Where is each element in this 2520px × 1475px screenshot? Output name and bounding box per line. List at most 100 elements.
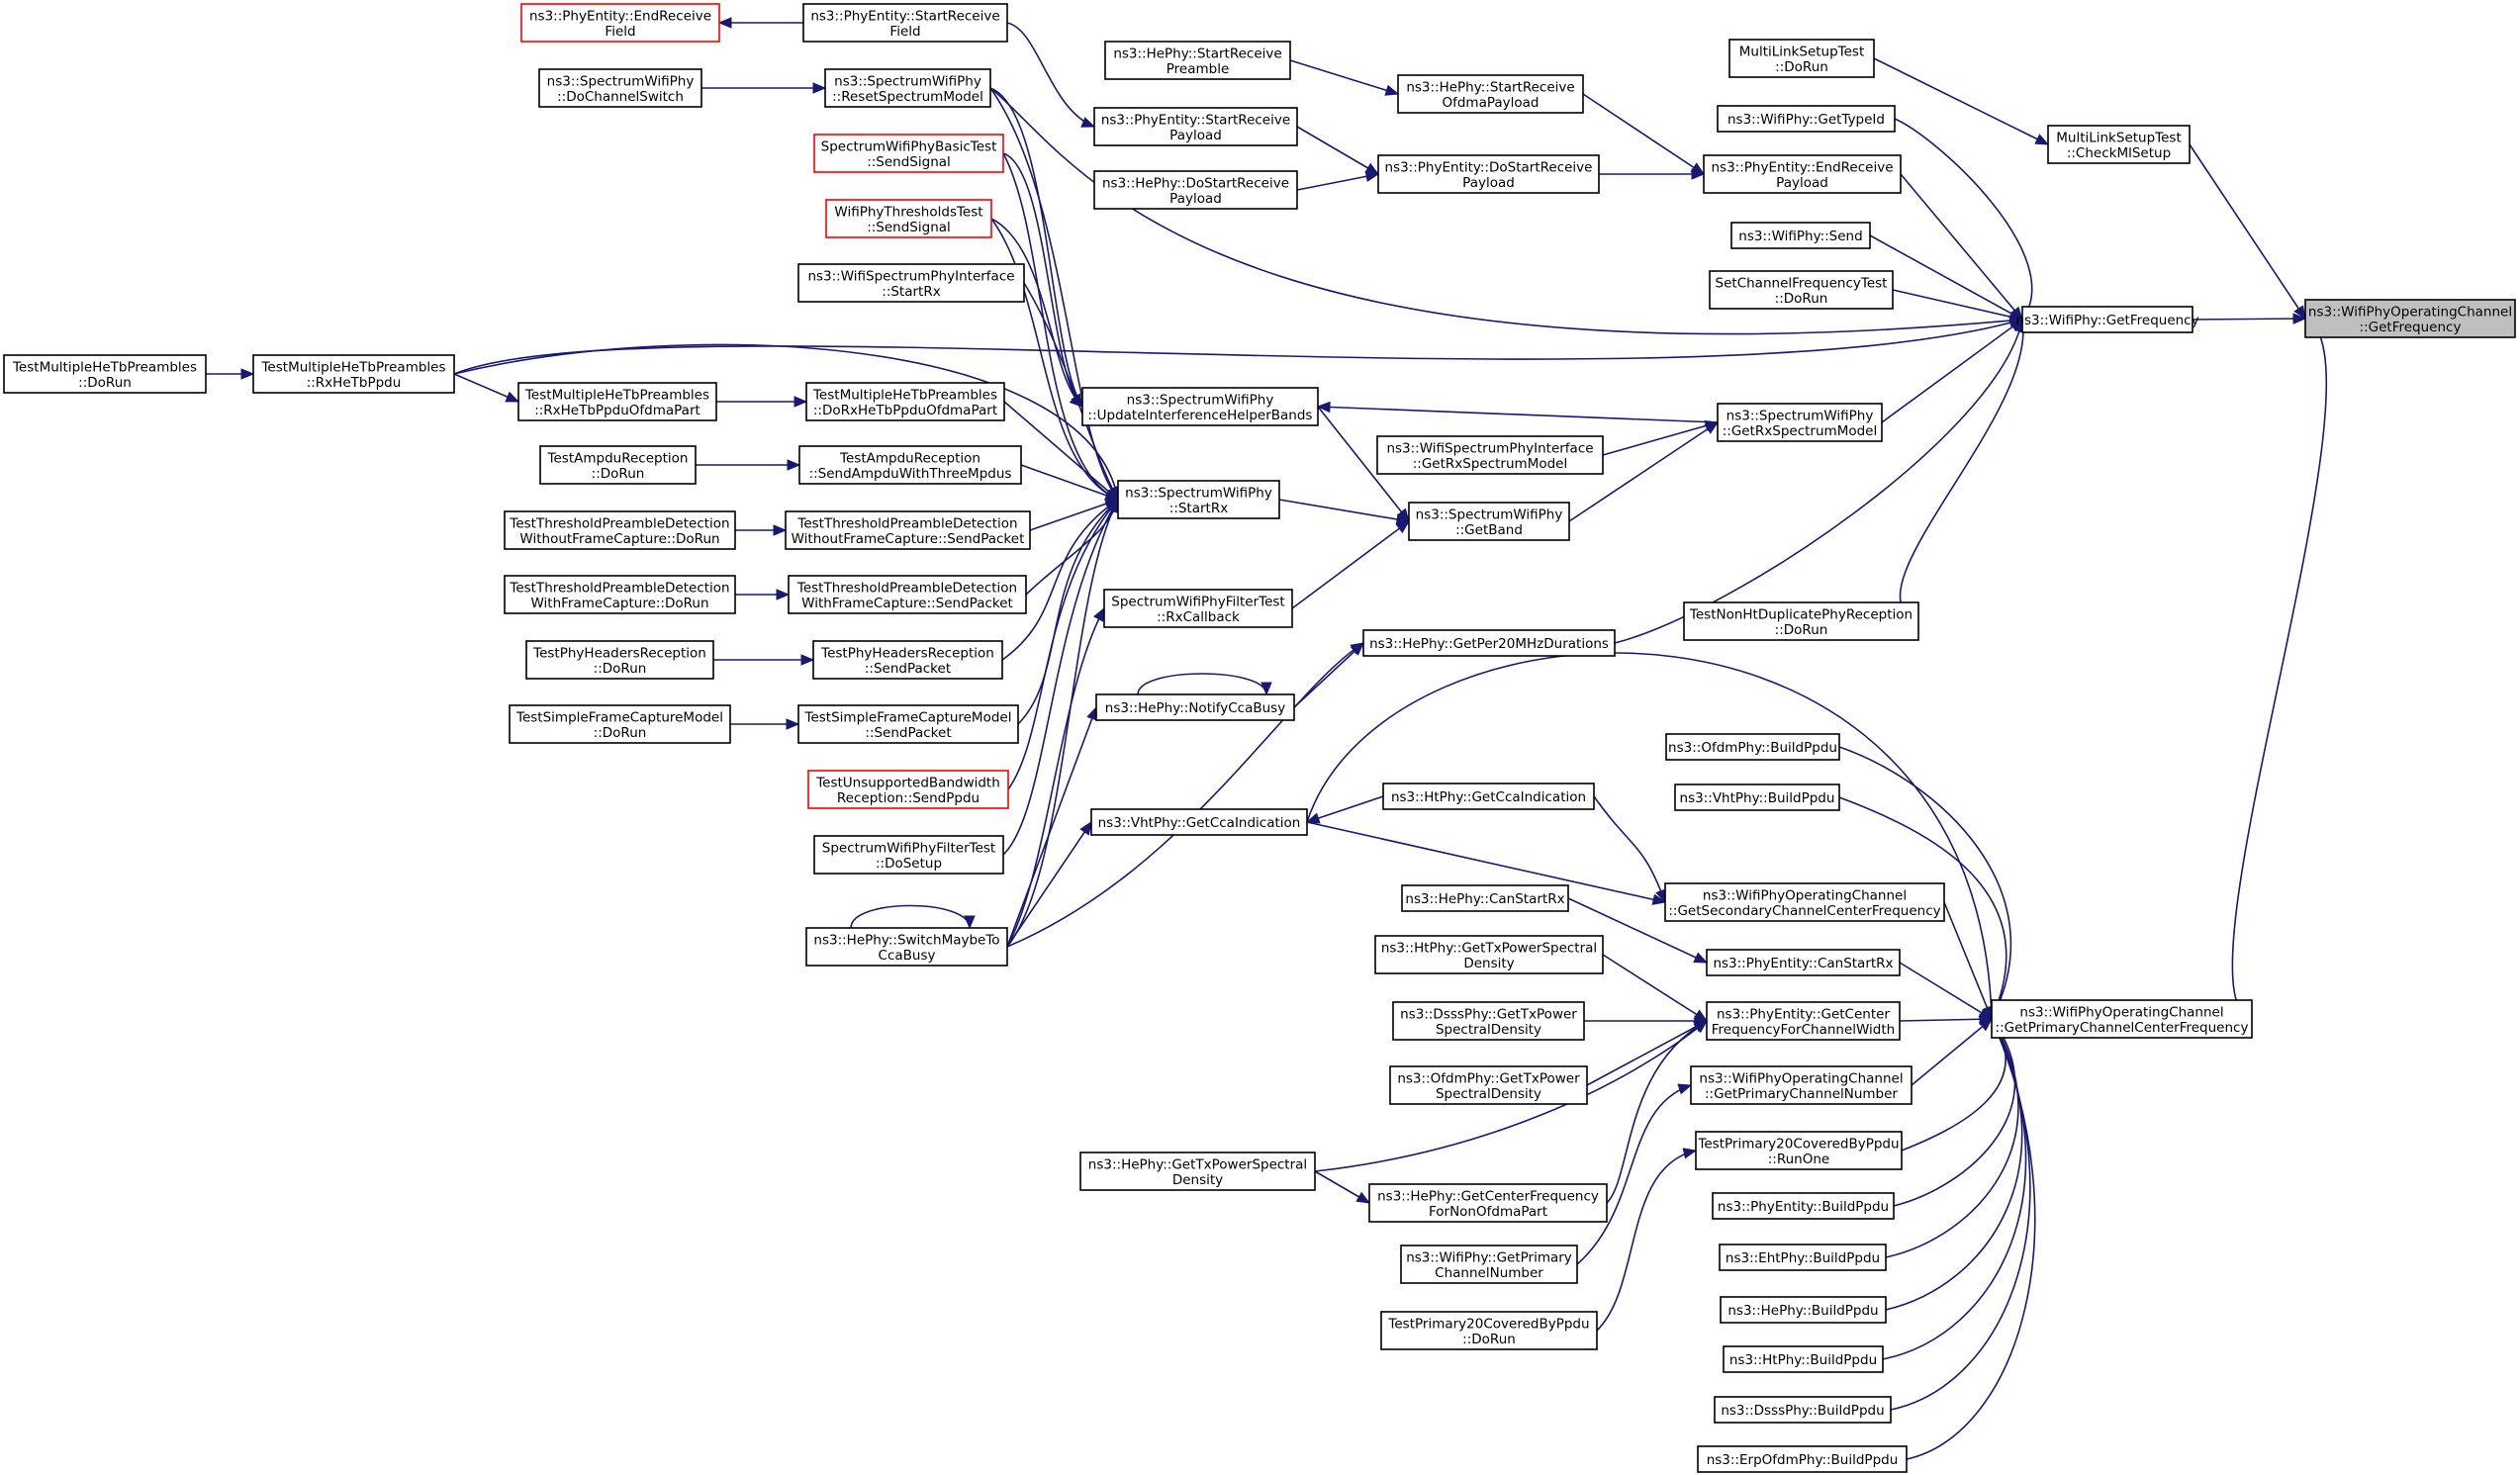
arrowhead [1693,952,1709,964]
node-vhtBuild[interactable]: ns3::VhtPhy::BuildPpdu [1674,784,1840,811]
node-ifGetRxSpec[interactable]: ns3::WifiSpectrumPhyInterface::GetRxSpec… [1376,435,1604,475]
edge-vhtGetCca-to-getSecCCF [1306,821,1667,905]
node-ifStartRx[interactable]: ns3::WifiSpectrumPhyInterface::StartRx [797,263,1025,303]
node-tpdNoFcDoRun[interactable]: TestThresholdPreambleDetectionWithoutFra… [504,510,736,550]
node-unsupSend[interactable]: TestUnsupportedBandwidthReception::SendP… [807,770,1009,809]
node-peGetCFCW[interactable]: ns3::PhyEntity::GetCenterFrequencyForCha… [1706,1001,1901,1041]
arrowhead [2292,313,2307,324]
node-ofdmBuild[interactable]: ns3::OfdmPhy::BuildPpdu [1665,733,1840,761]
node-notifyCca[interactable]: ns3::HePhy::NotifyCcaBusy [1095,693,1295,721]
edge-line [1007,499,1119,790]
node-mlDoRun[interactable]: MultiLinkSetupTest::DoRun [1728,39,1875,78]
node-mhtDoRun[interactable]: TestMultipleHeTbPreambles::DoRun [3,354,207,394]
node-box [1392,1001,1585,1041]
node-dsssBuild[interactable]: ns3::DsssPhy::BuildPpdu [1714,1396,1892,1424]
arrowhead [964,915,976,930]
node-getBand[interactable]: ns3::SpectrumWifiPhy::GetBand [1408,502,1570,541]
edge-heStartRecvOfdma-to-endRecvPayload [1582,93,1706,175]
node-getRxSpec[interactable]: ns3::SpectrumWifiPhy::GetRxSpectrumModel [1717,403,1883,442]
node-box [2021,306,2193,333]
node-peCanStartRx[interactable]: ns3::PhyEntity::CanStartRx [1706,949,1901,976]
node-ampduSend[interactable]: TestAmpduReception::SendAmpduWithThreeMp… [798,445,1022,485]
node-sfcSend[interactable]: TestSimpleFrameCaptureModel::SendPacket [797,704,1019,744]
node-vhtGetCca[interactable]: ns3::VhtPhy::GetCcaIndication [1090,808,1308,836]
node-getSecCCF[interactable]: ns3::WifiPhyOperatingChannel::GetSeconda… [1664,882,1945,922]
node-threshSend[interactable]: WifiPhyThresholdsTest::SendSignal [825,199,992,238]
node-ehtBuild[interactable]: ns3::EhtPhy::BuildPpdu [1719,1244,1887,1271]
node-tp20DoRun[interactable]: TestPrimary20CoveredByPpdu::DoRun [1380,1311,1598,1350]
node-filterRxCb[interactable]: SpectrumWifiPhyFilterTest::RxCallback [1103,589,1293,628]
node-getPrimCCF[interactable]: ns3::WifiPhyOperatingChannel::GetPrimary… [1991,999,2253,1039]
node-doChanSwitch[interactable]: ns3::SpectrumWifiPhy::DoChannelSwitch [538,68,702,108]
node-mhtRxOfdma[interactable]: TestMultipleHeTbPreambles::RxHeTbPpduOfd… [517,382,717,421]
node-getTypeId[interactable]: ns3::WifiPhy::GetTypeId [1717,105,1896,133]
node-box [1380,1311,1598,1350]
node-wpGetPrimNum[interactable]: ns3::WifiPhy::GetPrimaryChannelNumber [1400,1245,1578,1284]
node-label: ns3::WifiSpectrumPhyInterface [1386,440,1593,456]
edge-peStartRecvField-to-peStartRecvPayload [1006,22,1096,128]
node-box [805,382,1005,421]
node-mhtDoRx[interactable]: TestMultipleHeTbPreambles::DoRxHeTbPpduO… [805,382,1005,421]
node-getPer20[interactable]: ns3::HePhy::GetPer20MHzDurations [1362,629,1616,657]
node-sfcDoRun[interactable]: TestSimpleFrameCaptureModel::DoRun [509,704,731,744]
node-setChanFreq[interactable]: SetChannelFrequencyTest::DoRun [1709,270,1894,310]
node-label: ::GetRxSpectrumModel [1723,423,1877,439]
node-box [1695,1131,1903,1170]
edge-line [1006,821,1092,948]
node-peBuild[interactable]: ns3::PhyEntity::BuildPpdu [1712,1192,1895,1220]
node-erpBuild[interactable]: ns3::ErpOfdmPhy::BuildPpdu [1697,1445,1908,1473]
node-wpGetFreq[interactable]: ns3::WifiPhy::GetFrequency [2015,306,2199,333]
node-root[interactable]: ns3::WifiPhyOperatingChannel::GetFrequen… [2304,299,2516,338]
node-htGetCca[interactable]: ns3::HtPhy::GetCcaIndication [1382,783,1595,810]
node-basicSend[interactable]: SpectrumWifiPhyBasicTest::SendSignal [813,134,1004,173]
node-tpdFcSend[interactable]: TestThresholdPreambleDetectionWithFrameC… [788,575,1027,614]
edge-line [1006,642,1364,948]
node-startRx[interactable]: ns3::SpectrumWifiPhy::StartRx [1117,480,1280,519]
node-nonHtDup[interactable]: TestNonHtDuplicatePhyReception::DoRun [1683,601,1919,641]
node-opGetPrimNum[interactable]: ns3::WifiPhyOperatingChannel::GetPrimary… [1690,1065,1913,1105]
node-phrSend[interactable]: TestPhyHeadersReception::SendPacket [812,640,1003,680]
arrowhead [1651,893,1667,905]
edge-peStartRecvPayload-to-doStartRecvPayload [1296,126,1380,175]
node-resetSpec[interactable]: ns3::SpectrumWifiPhy::ResetSpectrumModel [824,68,991,108]
edge-line [1881,319,2023,423]
node-wifiSend[interactable]: ns3::WifiPhy::Send [1730,222,1871,249]
node-heBuild[interactable]: ns3::HePhy::BuildPpdu [1720,1296,1887,1324]
node-label: TestMultipleHeTbPreambles [524,387,709,403]
node-tpdNoFcSend[interactable]: TestThresholdPreambleDetectionWithoutFra… [785,510,1031,550]
node-updInterf[interactable]: ns3::SpectrumWifiPhy::UpdateInterference… [1081,387,1319,426]
node-tp20RunOne[interactable]: TestPrimary20CoveredByPpdu::RunOne [1695,1131,1903,1170]
edge-doStartRecvPayload-to-endRecvPayload [1599,168,1706,180]
arrowhead [1086,705,1098,721]
node-box [825,199,992,238]
edge-htTxPsd-to-peGetCFCW [1602,954,1709,1022]
edge-peCanStartRx-to-getPrimCCF [1899,962,1994,1020]
node-htBuild[interactable]: ns3::HtPhy::BuildPpdu [1723,1345,1884,1373]
node-label: ns3::PhyEntity::BuildPpdu [1718,1199,1889,1215]
node-filterSetup[interactable]: SpectrumWifiPhyFilterTest::DoSetup [813,835,1004,875]
node-label: ::StartRx [1169,501,1228,516]
node-checkMl[interactable]: MultiLinkSetupTest::CheckMlSetup [2047,125,2191,164]
node-tpdFcDoRun[interactable]: TestThresholdPreambleDetectionWithFrameC… [504,575,736,614]
node-phrDoRun[interactable]: TestPhyHeadersReception::DoRun [525,640,714,680]
node-heCanStartRx[interactable]: ns3::HePhy::CanStartRx [1401,884,1569,912]
node-box [813,835,1004,875]
node-heGetCFNonOfdma[interactable]: ns3::HePhy::GetCenterFrequencyForNonOfdm… [1368,1183,1608,1223]
edge-mlDoRun-to-checkMl [1873,57,2050,145]
node-mhtRx[interactable]: TestMultipleHeTbPreambles::RxHeTbPpdu [252,354,455,394]
node-box [538,68,702,108]
node-ampduDoRun[interactable]: TestAmpduReception::DoRun [539,445,697,485]
